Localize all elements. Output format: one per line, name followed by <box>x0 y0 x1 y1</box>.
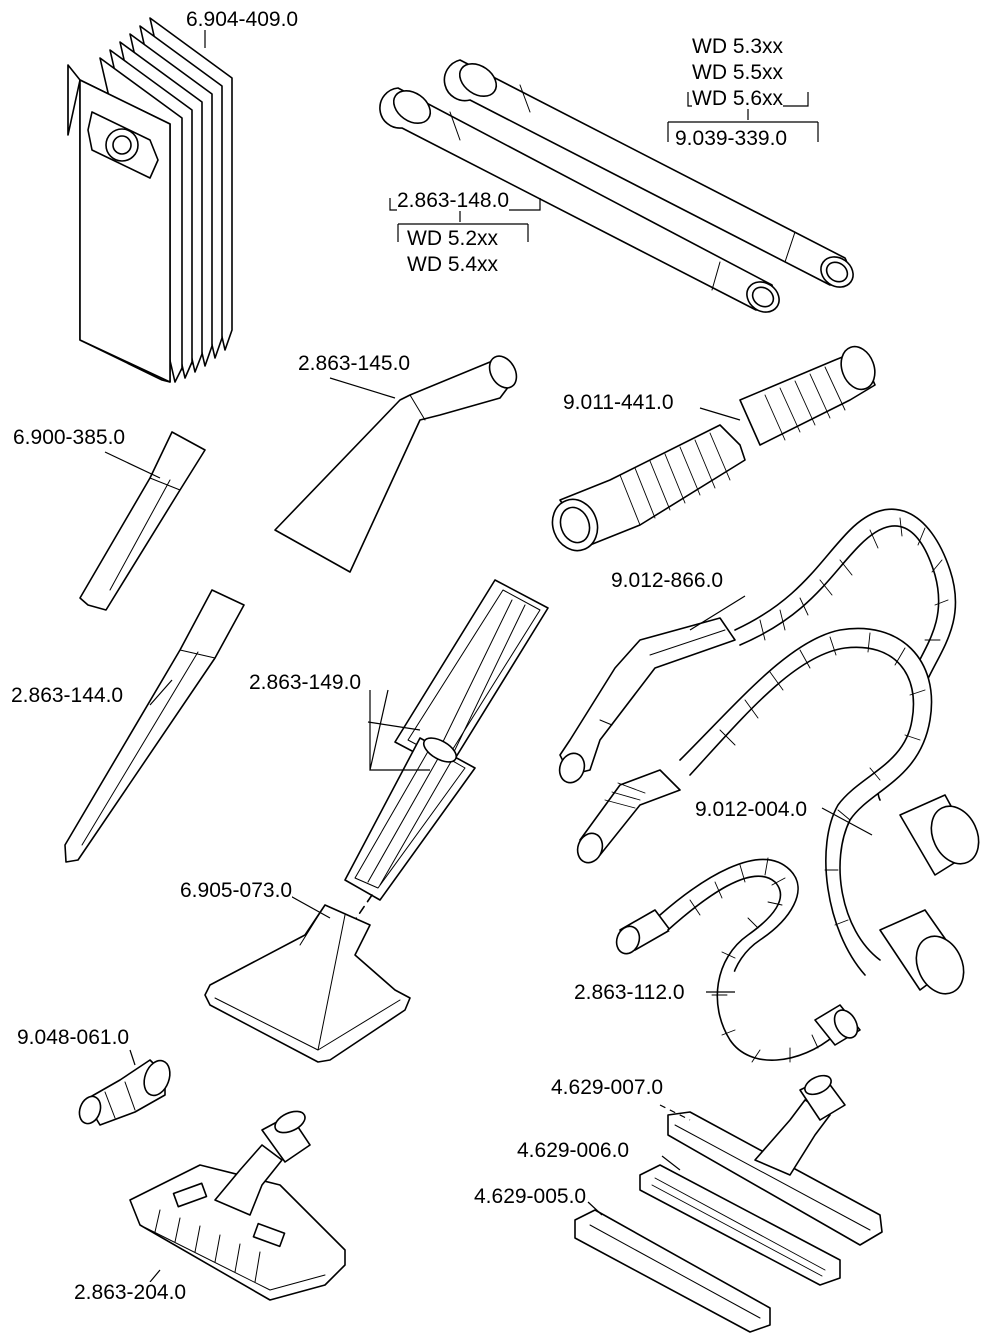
parquet-nozzle-drawing <box>667 1074 883 1246</box>
floor-nozzle-drawing <box>129 1110 346 1301</box>
label-short-hose: 2.863-112.0 <box>574 981 685 1004</box>
label-handle-hose: 9.012-866.0 <box>611 569 724 592</box>
rubber-strip-drawing <box>574 1209 771 1333</box>
label-strip-pads: 2.863-149.0 <box>249 671 362 694</box>
short-hose-drawing <box>615 857 861 1063</box>
crevice-long-drawing <box>64 589 245 863</box>
label-floor-nozzle: 2.863-204.0 <box>74 1281 187 1304</box>
label-crevice-long: 2.863-144.0 <box>11 684 124 707</box>
brush-strip-drawing <box>639 1164 841 1286</box>
upholstery-nozzle-drawing <box>274 355 518 573</box>
adapter-drawing <box>78 1059 171 1126</box>
leader-lines <box>67 30 873 1283</box>
label-rubber-strip: 4.629-005.0 <box>474 1185 587 1208</box>
label-crevice-short: 6.900-385.0 <box>13 426 126 449</box>
label-parquet-nozzle: 4.629-007.0 <box>551 1076 664 1099</box>
label-model-a3: WD 5.6xx <box>692 87 784 110</box>
strip-pads-drawing <box>344 579 549 921</box>
hose-extension-drawing <box>551 345 876 552</box>
label-brush-strip: 4.629-006.0 <box>517 1139 630 1162</box>
suction-tubes-drawing <box>379 59 854 313</box>
label-filter-bags: 6.904-409.0 <box>186 8 299 31</box>
wide-nozzle-drawing <box>204 904 411 1063</box>
label-tubes-set-a: 9.039-339.0 <box>675 127 788 150</box>
label-hose-extension: 9.011-441.0 <box>563 391 674 414</box>
label-upholstery-nozzle: 2.863-145.0 <box>298 352 411 375</box>
label-model-a1: WD 5.3xx <box>692 35 784 58</box>
label-model-b2: WD 5.4xx <box>407 253 499 276</box>
label-tubes-set-b: 2.863-148.0 <box>397 189 510 212</box>
label-model-b1: WD 5.2xx <box>407 227 499 250</box>
label-adapter: 9.048-061.0 <box>17 1026 130 1049</box>
label-model-a2: WD 5.5xx <box>692 61 784 84</box>
label-wide-nozzle: 6.905-073.0 <box>180 879 293 902</box>
label-plain-hose: 9.012-004.0 <box>695 798 808 821</box>
filter-bags-drawing <box>67 17 233 383</box>
crevice-short-drawing <box>79 431 206 611</box>
